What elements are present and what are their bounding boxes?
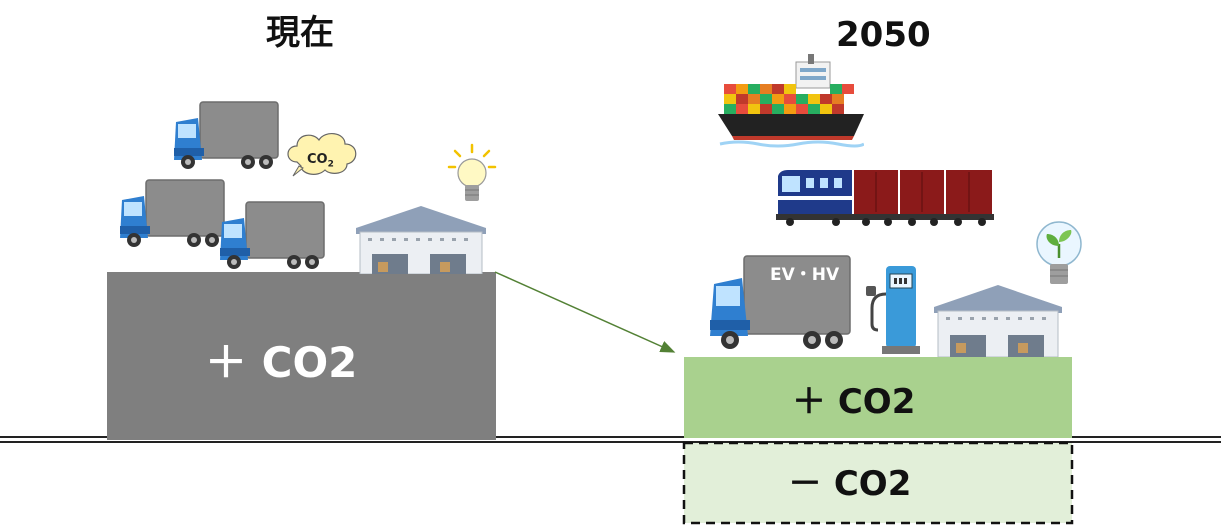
future-plus-co2-label: ＋ CO2 (792, 382, 916, 422)
current-title: 現在 (266, 13, 334, 53)
warehouse-icon (934, 285, 1062, 357)
future-minus-co2-bar (682, 441, 1074, 525)
freight-train-icon (776, 170, 994, 226)
future-plus-co2-bar (684, 357, 1072, 438)
eco-light-bulb-icon (1036, 221, 1082, 284)
truck-icon (120, 179, 225, 247)
future-minus-co2-label: － CO2 (788, 464, 912, 504)
current-co2-bar (107, 272, 496, 440)
co2-bubble-label: CO2 (307, 152, 334, 170)
ev-hv-truck-icon: EV・HV (710, 255, 851, 349)
current-co2-label: ＋ CO2 (205, 338, 358, 387)
truck-icon (220, 201, 325, 269)
co2-cloud-icon (287, 133, 357, 177)
ev-hv-label: EV・HV (770, 265, 840, 285)
light-bulb-icon (447, 143, 497, 201)
truck-icon (174, 101, 279, 169)
warehouse-icon (356, 206, 486, 274)
future-title: 2050 (836, 15, 931, 55)
container-ship-icon (718, 54, 864, 148)
charging-station-icon (866, 266, 920, 354)
transition-arrow (494, 271, 676, 353)
